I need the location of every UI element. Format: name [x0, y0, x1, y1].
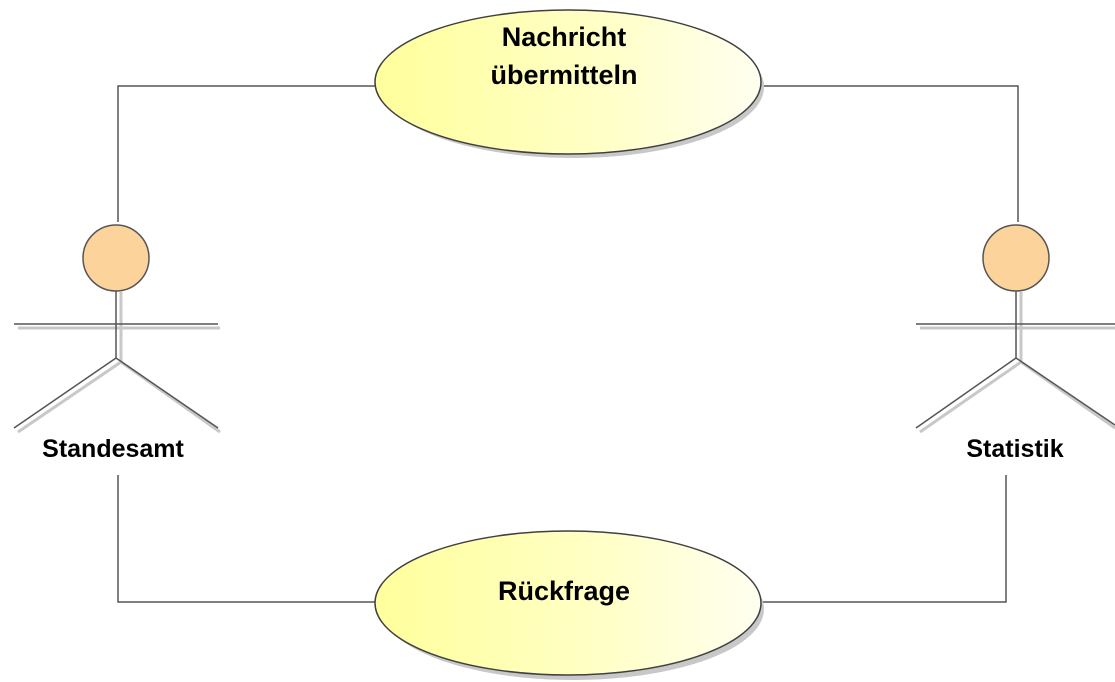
- use-case-label-line1: Nachricht: [502, 22, 627, 52]
- connectors: [117, 85, 1019, 603]
- actor-figure: [915, 291, 1115, 429]
- use-case-ellipse: [374, 9, 762, 155]
- use-case-ellipse: [374, 530, 762, 676]
- actor-figure-shadow: [919, 292, 1115, 434]
- connector-standesamt-rueckfrage[interactable]: [117, 475, 376, 603]
- use-case-label-line2: übermitteln: [490, 60, 637, 90]
- actor-statistik[interactable]: Statistik: [915, 224, 1115, 463]
- use-case-label: Rückfrage: [498, 576, 630, 606]
- actor-head: [82, 224, 150, 292]
- actor-label: Statistik: [966, 435, 1063, 463]
- connector-standesamt-nachricht[interactable]: [117, 85, 376, 222]
- actor-label: Standesamt: [42, 435, 184, 463]
- actor-figure-shadow: [17, 292, 221, 434]
- use-case-rueckfrage[interactable]: Rückfrage: [374, 530, 764, 680]
- actor-figure: [13, 291, 219, 429]
- use-case-nachricht-uebermitteln[interactable]: Nachricht übermitteln: [374, 9, 764, 158]
- connector-statistik-rueckfrage[interactable]: [760, 475, 1007, 603]
- connector-statistik-nachricht[interactable]: [760, 85, 1019, 222]
- actor-head: [982, 224, 1050, 292]
- actor-standesamt[interactable]: Standesamt: [13, 224, 221, 463]
